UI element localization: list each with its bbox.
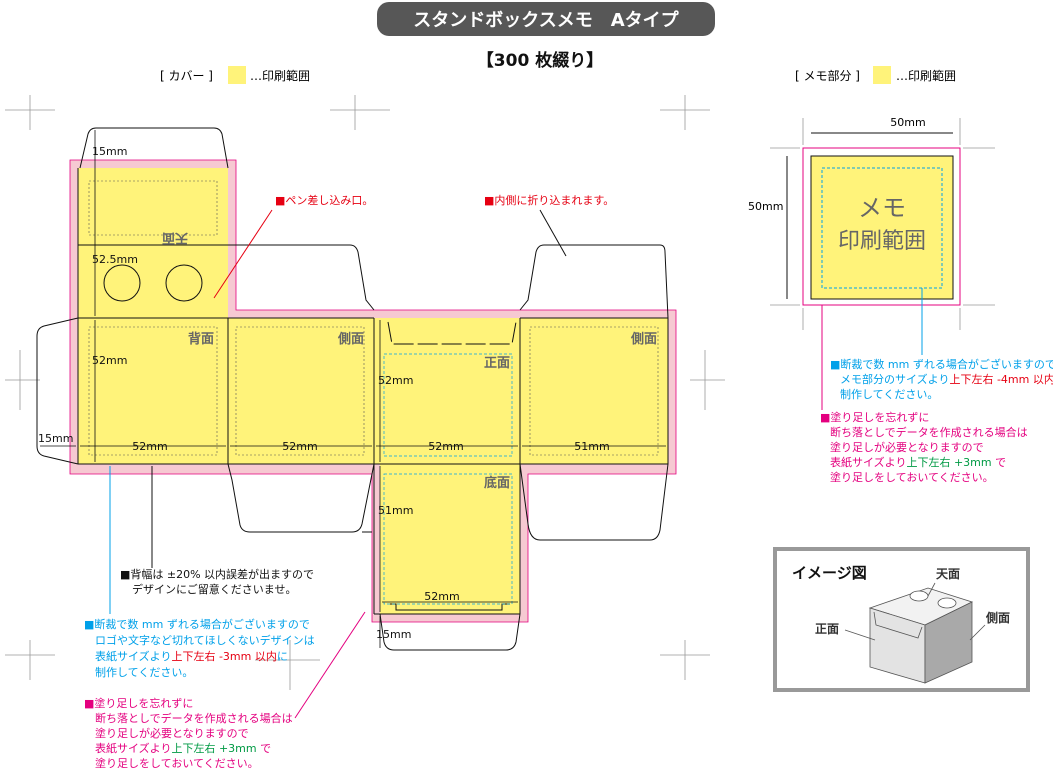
dim-w-front: 52mm: [428, 440, 463, 453]
image-box-title: イメージ図: [792, 564, 867, 582]
note-line: 制作してください。: [840, 388, 938, 401]
memo-label-2: 印刷範囲: [838, 229, 926, 254]
dim-w-side1: 52mm: [282, 440, 317, 453]
dim-w-side2: 51mm: [574, 440, 609, 453]
panel-top-label: 天面: [162, 230, 188, 245]
note-line: 表紙サイズより上下左右 +3mm で: [95, 741, 271, 755]
dim-bottom-flap: 15mm: [376, 628, 411, 641]
note-line: ■断裁で数 mm ずれる場合がございますので: [84, 617, 310, 631]
crop-marks: [5, 95, 995, 690]
memo-legend-swatch: [873, 66, 891, 84]
spine-note-line: ■背幅は ±20% 以内誤差が出ますので: [120, 567, 314, 581]
note-line: 断ち落としでデータを作成される場合は: [830, 425, 1028, 439]
page-title: スタンドボックスメモ Aタイプ: [413, 9, 679, 31]
memo-safe-area: [821, 167, 943, 289]
pen-slot-leader: [213, 209, 273, 299]
note-line: 塗り足しをしておいてください。: [95, 756, 259, 768]
note-line: ロゴや文字など切れてほしくないデザインは: [95, 633, 315, 647]
panel-front-label: 正面: [484, 356, 510, 371]
memo-legend-text: …印刷範囲: [896, 68, 956, 83]
cover-legend-text: …印刷範囲: [250, 68, 310, 83]
safe-lines: [88, 180, 659, 456]
note-line: ■断裁で数 mm ずれる場合がございますので: [830, 357, 1053, 371]
image-side-label: 側面: [985, 610, 1010, 625]
dim-hole-panel: 52.5mm: [92, 253, 138, 266]
hole-left: [103, 264, 141, 302]
fold-leader: [539, 209, 567, 257]
cover-bleed-note: ■塗り足しを忘れずに 断ち落としでデータを作成される場合は 塗り足しが必要となり…: [84, 696, 293, 768]
memo-height-dim: 50mm: [748, 200, 783, 213]
title-banner: [377, 2, 715, 36]
fold-inside-note: ■内側に折り込まれます。: [484, 193, 614, 207]
cut-lines: [36, 127, 669, 651]
panel-bottom-label: 底面: [484, 475, 510, 491]
page-subtitle: 【300 枚綴り】: [477, 50, 603, 71]
note-line: 制作してください。: [95, 666, 193, 679]
memo-legend-label: [ メモ部分 ]: [795, 68, 860, 83]
trim-lines: [383, 353, 513, 605]
memo-label-1: メモ: [858, 194, 906, 222]
note-line: 表紙サイズより上下左右 -3mm 以内に: [95, 649, 288, 663]
cover-legend-label: [ カバー ]: [160, 69, 213, 83]
panel-side1-label: 側面: [337, 331, 364, 347]
panel-back-label: 背面: [188, 331, 214, 347]
dim-bottom-height: 51mm: [378, 504, 413, 517]
dimension-arrows: [40, 130, 666, 648]
dim-left-flap: 15mm: [38, 432, 73, 445]
dim-top-flap: 15mm: [92, 145, 127, 158]
dim-w-back: 52mm: [132, 440, 167, 453]
dim-front-height: 52mm: [378, 374, 413, 387]
dim-bottom-width: 52mm: [424, 590, 459, 603]
box-illustration: [844, 582, 986, 684]
hole-right: [165, 264, 203, 302]
pen-slot-note: ■ペン差し込み口。: [275, 193, 373, 207]
memo-trim-note: ■断裁で数 mm ずれる場合がございますので メモ部分のサイズより上下左右 -4…: [830, 357, 1053, 401]
note-line: ■塗り足しを忘れずに: [820, 410, 929, 424]
memo-bleed-note: ■塗り足しを忘れずに 断ち落としでデータを作成される場合は 塗り足しが必要となり…: [820, 410, 1028, 484]
memo-sheet: [810, 155, 954, 300]
note-line: 表紙サイズより上下左右 +3mm で: [830, 455, 1006, 469]
note-line: 塗り足しが必要となりますので: [95, 726, 249, 740]
dim-back-height: 52mm: [92, 354, 127, 367]
note-line: 塗り足しが必要となりますので: [830, 440, 984, 454]
cover-legend-swatch: [228, 66, 246, 84]
bleed-leader: [294, 611, 366, 719]
note-line: メモ部分のサイズより上下左右 -4mm 以内に: [840, 372, 1053, 386]
memo-width-dim: 50mm: [890, 116, 925, 129]
note-line: 塗り足しをしておいてください。: [830, 470, 994, 484]
image-front-label: 正面: [815, 622, 839, 636]
note-line: 断ち落としでデータを作成される場合は: [95, 711, 293, 725]
note-line: ■塗り足しを忘れずに: [84, 696, 193, 710]
spine-note: ■背幅は ±20% 以内誤差が出ますので デザインにご留意くださいませ。: [120, 567, 314, 596]
print-area: [78, 168, 668, 614]
panel-side2-label: 側面: [630, 331, 657, 347]
image-top-label: 天面: [936, 567, 960, 581]
cover-trim-note: ■断裁で数 mm ずれる場合がございますので ロゴや文字など切れてほしくないデザ…: [84, 617, 315, 679]
spine-note-line: デザインにご留意くださいませ。: [132, 582, 296, 596]
